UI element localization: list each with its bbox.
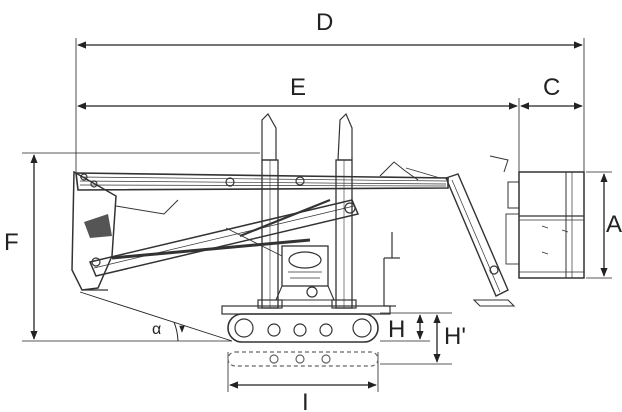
label-h: H [388, 316, 405, 343]
upper-boom [75, 161, 449, 191]
label-a: A [606, 211, 622, 238]
label-alpha: α [152, 321, 161, 338]
label-i: I [302, 389, 309, 412]
dimension-labels: D E C A F H H' I α [4, 9, 622, 412]
platform-basket [505, 171, 585, 279]
hydraulic-cylinders [111, 198, 331, 260]
label-f: F [4, 229, 19, 256]
control-lever [383, 232, 400, 307]
lower-boom [88, 199, 360, 277]
label-h-prime: H' [444, 323, 466, 350]
label-d: D [316, 9, 333, 36]
jib-arm [445, 155, 516, 307]
angle-alpha-arc [173, 321, 179, 342]
boom-base-bracket [71, 170, 117, 291]
label-c: C [543, 74, 560, 101]
label-e: E [290, 74, 306, 101]
dimension-lines [22, 38, 612, 392]
tracked-undercarriage [221, 305, 391, 367]
turret-engine [275, 245, 335, 301]
outrigger-legs [257, 112, 357, 309]
aerial-platform-machine [71, 112, 585, 367]
